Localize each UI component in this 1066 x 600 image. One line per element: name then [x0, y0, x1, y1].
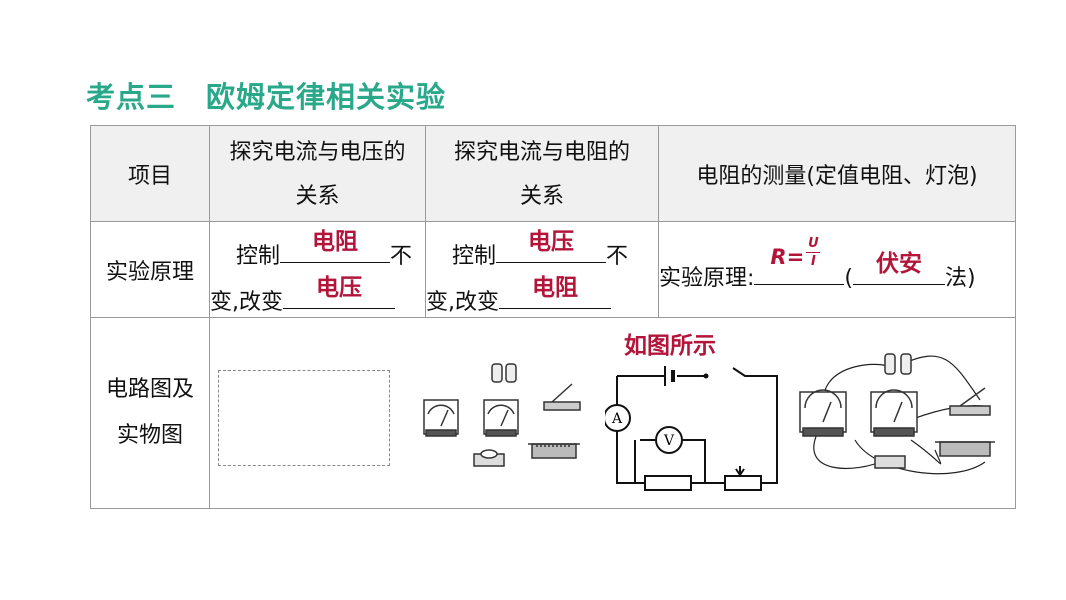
principle3-paren: ( — [844, 266, 854, 291]
principle1-answer2: 电压 — [316, 275, 362, 301]
principle2-suffix: 不 — [606, 244, 629, 269]
principle-resistance-cell: 控制 电压不 变,改变 电阻 — [425, 221, 659, 318]
experiment-table: 项目 探究电流与电压的 关系 探究电流与电阻的 关系 电阻的测量(定值电阻、灯泡… — [90, 125, 1016, 509]
principle3-blank2: 伏安 — [853, 251, 946, 285]
resistor-device — [473, 449, 505, 467]
principle3-prefix: 实验原理: — [659, 266, 755, 291]
principle2-answer2: 电阻 — [532, 275, 578, 301]
header-resistance-line1: 探究电流与电阻的 — [453, 139, 630, 165]
formula-numerator: U — [806, 236, 821, 253]
principle-voltage-cell: 控制 电阻不 变,改变 电压 — [209, 221, 426, 318]
header-voltage-line2: 关系 — [295, 183, 340, 209]
principle3-suffix: 法) — [945, 266, 976, 291]
header-resistance-relation: 探究电流与电阻的 关系 — [425, 125, 659, 222]
voltmeter-device — [483, 399, 519, 437]
voltmeter-symbol — [655, 426, 683, 454]
header-voltage-line1: 探究电流与电压的 — [229, 139, 406, 165]
circuit-label: 电路图及 实物图 — [90, 317, 210, 509]
rheostat-device — [528, 443, 580, 459]
principle1-prefix: 控制 — [236, 244, 281, 269]
principle1-blank1: 电阻 — [280, 229, 391, 263]
principle1-answer1: 电阻 — [312, 229, 359, 255]
switch-device — [543, 383, 581, 411]
ammeter-symbol — [605, 404, 631, 432]
formula-denominator: I — [811, 254, 816, 269]
principle1-line2-prefix: 变,改变 — [210, 290, 283, 315]
circuit-content-cell: 如图所示 — [209, 317, 1016, 509]
real-ammeter — [799, 391, 847, 433]
rheostat-symbol — [724, 475, 762, 491]
principle2-prefix: 控制 — [452, 244, 497, 269]
table-header-row: 项目 探究电流与电压的 关系 探究电流与电阻的 关系 电阻的测量(定值电阻、灯泡… — [90, 125, 1016, 222]
circuit-schematic: A V — [605, 366, 778, 491]
circuit-label-line1: 电路图及 — [105, 377, 194, 402]
header-item: 项目 — [90, 125, 210, 222]
header-measurement: 电阻的测量(定值电阻、灯泡) — [658, 125, 1016, 222]
principle1-blank2: 电压 — [283, 275, 395, 309]
principle1-suffix: 不 — [390, 244, 413, 269]
resistor-symbol — [644, 475, 692, 491]
ammeter-symbol-label: A — [611, 411, 623, 427]
circuit-row: 电路图及 实物图 如图所示 — [90, 317, 1016, 509]
real-circuit — [799, 353, 995, 475]
loose-components — [423, 363, 581, 467]
as-shown-text: 如图所示 — [624, 333, 716, 359]
principle2-line2-prefix: 变,改变 — [426, 290, 499, 315]
principle-row: 实验原理 控制电阻不 变,改变电压 控制电压不 变,改变电阻 实验原理: R= … — [90, 221, 1016, 318]
ammeter-device — [423, 399, 459, 437]
circuit-label-line2: 实物图 — [116, 423, 183, 448]
header-voltage-relation: 探究电流与电压的 关系 — [209, 125, 426, 222]
header-resistance-line2: 关系 — [519, 183, 564, 209]
voltmeter-symbol-label: V — [663, 433, 675, 449]
principle-measurement-cell: 实验原理: R= U I ( 伏安法) — [658, 221, 1016, 318]
principle3-blank1: R= U I — [754, 236, 845, 285]
principle2-answer1: 电压 — [528, 229, 575, 255]
principle3-answer: 伏安 — [876, 251, 923, 277]
principle-label: 实验原理 — [90, 221, 210, 318]
principle2-blank1: 电压 — [496, 229, 607, 263]
section-title: 考点三 欧姆定律相关实验 — [86, 80, 447, 114]
formula-r: R= — [770, 245, 805, 269]
circuit-diagram-placeholder — [218, 370, 390, 466]
real-voltmeter — [870, 391, 918, 433]
battery-cells — [491, 363, 517, 383]
principle2-blank2: 电阻 — [499, 275, 611, 309]
